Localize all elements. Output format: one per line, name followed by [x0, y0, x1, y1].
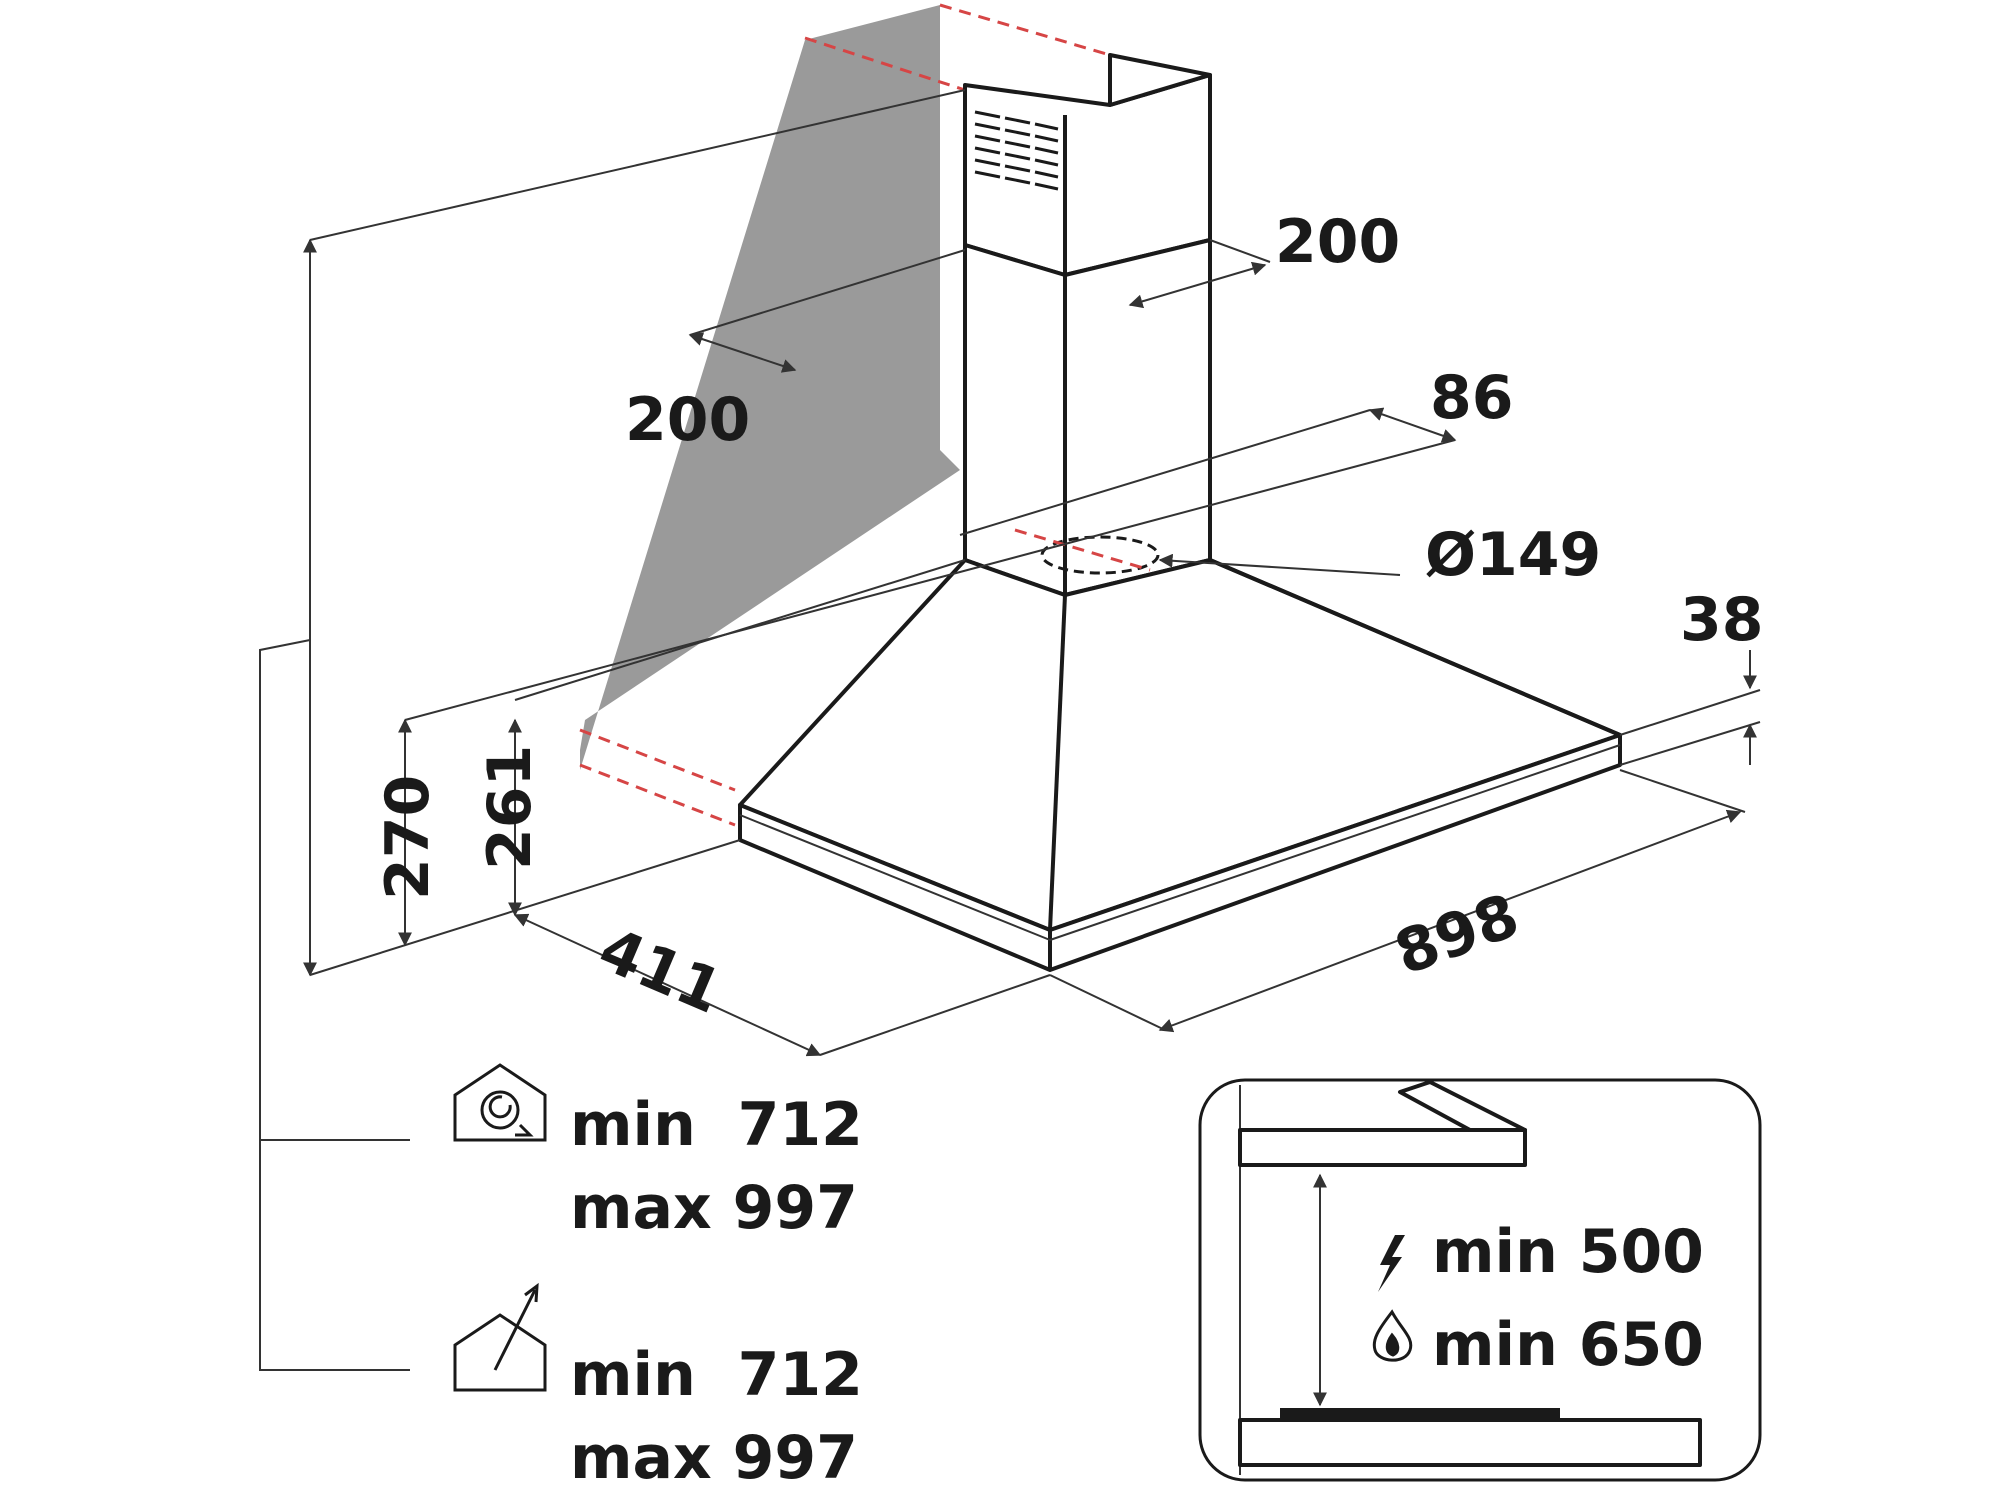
chimney-upper: [963, 53, 1212, 277]
ext-duct-depth: [689, 249, 966, 336]
leader-149: [1158, 553, 1401, 576]
chimney-lower: [963, 238, 1212, 597]
wall-dashed-bottom: [579, 728, 736, 792]
ext-898a: [1049, 974, 1166, 1031]
dim-height-270: 270: [373, 775, 443, 900]
clearance-electric: min 500: [1432, 1217, 1704, 1287]
lightning-icon: [1378, 1235, 1405, 1292]
dim-line-duct-depth: [688, 332, 797, 373]
clearance-inset: [1198, 1078, 1762, 1482]
wall-dashed-top2: [939, 3, 1111, 57]
extraction-max: max 997: [570, 1423, 858, 1493]
dim-depth: 411: [589, 914, 732, 1027]
dim-line-411: [513, 913, 822, 1057]
ext-898b: [1619, 769, 1746, 813]
dim-outlet-diameter: Ø149: [1425, 520, 1601, 590]
dim-duct-depth: 200: [625, 385, 750, 455]
ext-270-bottom: [309, 839, 741, 976]
dim-canopy-lip: 38: [1680, 585, 1764, 655]
wall-dashed-bottom2: [579, 763, 736, 827]
ext-total-top: [309, 89, 966, 241]
dim-wall-offset: 86: [1430, 363, 1514, 433]
extraction-house-icon: [453, 1282, 547, 1392]
dim-width: 898: [1386, 880, 1528, 989]
extraction-min: min 712: [570, 1340, 863, 1410]
ext-411: [819, 974, 1051, 1056]
ext-38a: [1619, 689, 1761, 736]
outlet-dashed: [1014, 528, 1151, 572]
recirculation-max: max 997: [570, 1173, 858, 1243]
install-bracket: [259, 639, 410, 1371]
recirculation-house-icon: [453, 1063, 547, 1142]
outlet-ellipse: [1040, 535, 1160, 575]
ext-86: [959, 409, 1371, 536]
clearance-gas: min 650: [1432, 1310, 1704, 1380]
dim-line-898: [1158, 809, 1742, 1033]
dim-height-261: 261: [475, 745, 545, 870]
ext-261-top: [514, 559, 966, 701]
wall-dashed-top: [804, 36, 966, 92]
ext-86b: [404, 439, 1456, 721]
dim-line-duct-width: [1128, 261, 1267, 309]
dim-line-86: [1368, 407, 1457, 443]
vent-slots: [974, 110, 1059, 191]
dim-duct-width: 200: [1275, 207, 1400, 277]
recirculation-min: min 712: [570, 1090, 863, 1160]
ext-38b: [1619, 721, 1761, 766]
wall-silhouette: [580, 5, 960, 770]
ext-duct-width: [1209, 239, 1271, 263]
flame-icon: [1372, 1309, 1413, 1362]
